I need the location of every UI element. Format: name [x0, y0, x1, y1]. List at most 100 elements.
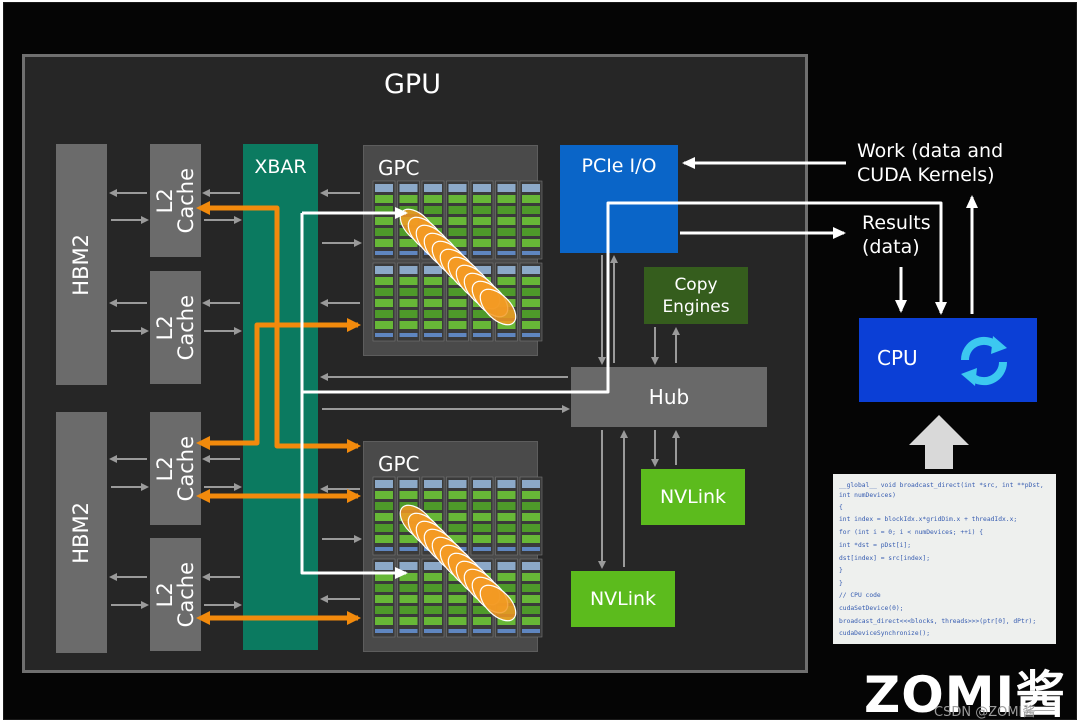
sm-core	[448, 310, 467, 318]
sm-header	[497, 562, 516, 570]
sm-core	[448, 217, 467, 225]
sm-core	[375, 617, 393, 625]
sm-core	[522, 206, 540, 214]
code-line: dst[index] = src[index];	[839, 555, 930, 562]
diagram-frame: GPU HBM2 HBM2 L2 Cache L2 Cache L2 Cache…	[3, 2, 1077, 720]
sm-core	[522, 299, 540, 307]
results-label: Results (data)	[862, 212, 931, 258]
sm-core	[399, 195, 418, 203]
sm-core	[448, 513, 467, 521]
thread-swirl	[479, 584, 517, 622]
sm-core	[448, 228, 467, 236]
sm-core	[497, 502, 516, 510]
sm-core	[399, 288, 418, 296]
sm-footer	[497, 333, 516, 337]
sm-footer	[522, 547, 540, 551]
sm-header	[448, 480, 467, 488]
code-line: cudaSetDevice(0);	[839, 605, 904, 612]
sm-header	[375, 184, 393, 192]
sm-footer	[399, 629, 418, 633]
sm-core	[497, 535, 516, 543]
sm-core	[424, 573, 442, 581]
sm-footer	[497, 629, 516, 633]
sm-core	[448, 299, 467, 307]
sm-core	[473, 606, 491, 614]
sm-header	[473, 480, 491, 488]
sm-header	[497, 266, 516, 274]
sm-header	[473, 184, 491, 192]
sm-core	[399, 299, 418, 307]
code-line: __global__ void broadcast_direct(int *sr…	[839, 482, 1044, 489]
sm-header	[375, 562, 393, 570]
sm-footer	[448, 333, 467, 337]
gpc-bottom-label: GPC	[378, 452, 420, 476]
code-line: broadcast_direct<<<blocks, threads>>>(pt…	[839, 618, 1037, 625]
sm-header	[522, 480, 540, 488]
sm-core	[522, 277, 540, 285]
sm-header	[497, 480, 516, 488]
white-path	[300, 213, 408, 579]
code-line: int *dst = pDst[i];	[839, 542, 912, 549]
sm-footer	[448, 629, 467, 633]
sm-header	[497, 184, 516, 192]
upload-arrow-icon	[909, 415, 969, 469]
code-line: int index = blockIdx.x*gridDim.x + threa…	[839, 516, 1018, 523]
sm-header	[424, 184, 442, 192]
sm-header	[522, 562, 540, 570]
sm-footer	[522, 333, 540, 337]
sm-footer	[522, 629, 540, 633]
sm-header	[522, 184, 540, 192]
sm-core	[473, 535, 491, 543]
cpu-label: CPU	[877, 346, 918, 370]
sm-core	[448, 502, 467, 510]
sm-core	[522, 321, 540, 329]
sm-core	[399, 584, 418, 592]
sm-core	[522, 310, 540, 318]
sm-core	[424, 502, 442, 510]
copy-engines: Copy Engines	[644, 267, 748, 324]
sm-core	[522, 502, 540, 510]
sm-core	[375, 595, 393, 603]
sm-core	[424, 195, 442, 203]
sm-core	[522, 617, 540, 625]
sm-header	[424, 562, 442, 570]
sm-core	[522, 239, 540, 247]
sm-core	[375, 535, 393, 543]
sm-core	[375, 228, 393, 236]
sm-footer	[473, 629, 491, 633]
pcie-io: PCIe I/O	[560, 145, 678, 253]
sm-header	[399, 562, 418, 570]
sm-core	[522, 524, 540, 532]
sm-core	[424, 491, 442, 499]
sm-core	[375, 321, 393, 329]
sm-core	[375, 573, 393, 581]
code-box: __global__ void broadcast_direct(int *sr…	[833, 474, 1056, 644]
work-label: Work (data and CUDA Kernels)	[857, 140, 1004, 186]
sm-core	[448, 239, 467, 247]
xbar-label: XBAR	[254, 156, 307, 178]
code-line: {	[839, 504, 843, 511]
sm-header	[424, 266, 442, 274]
sm-core	[497, 573, 516, 581]
sm-core	[522, 513, 540, 521]
code-line: }	[839, 567, 843, 574]
sm-core	[375, 524, 393, 532]
hbm2-top: HBM2	[56, 144, 107, 385]
sm-header	[375, 266, 393, 274]
sm-core	[424, 606, 442, 614]
sm-core	[424, 299, 442, 307]
sm-core	[522, 535, 540, 543]
sm-core	[399, 535, 418, 543]
sm-core	[375, 584, 393, 592]
sm-core	[424, 321, 442, 329]
sm-footer	[522, 251, 540, 255]
sm-core	[399, 321, 418, 329]
sm-core	[522, 217, 540, 225]
sm-core	[424, 288, 442, 296]
sm-core	[473, 617, 491, 625]
sm-core	[448, 595, 467, 603]
sm-footer	[399, 547, 418, 551]
sm-core	[448, 524, 467, 532]
sm-core	[399, 617, 418, 625]
orange-path	[196, 318, 361, 450]
